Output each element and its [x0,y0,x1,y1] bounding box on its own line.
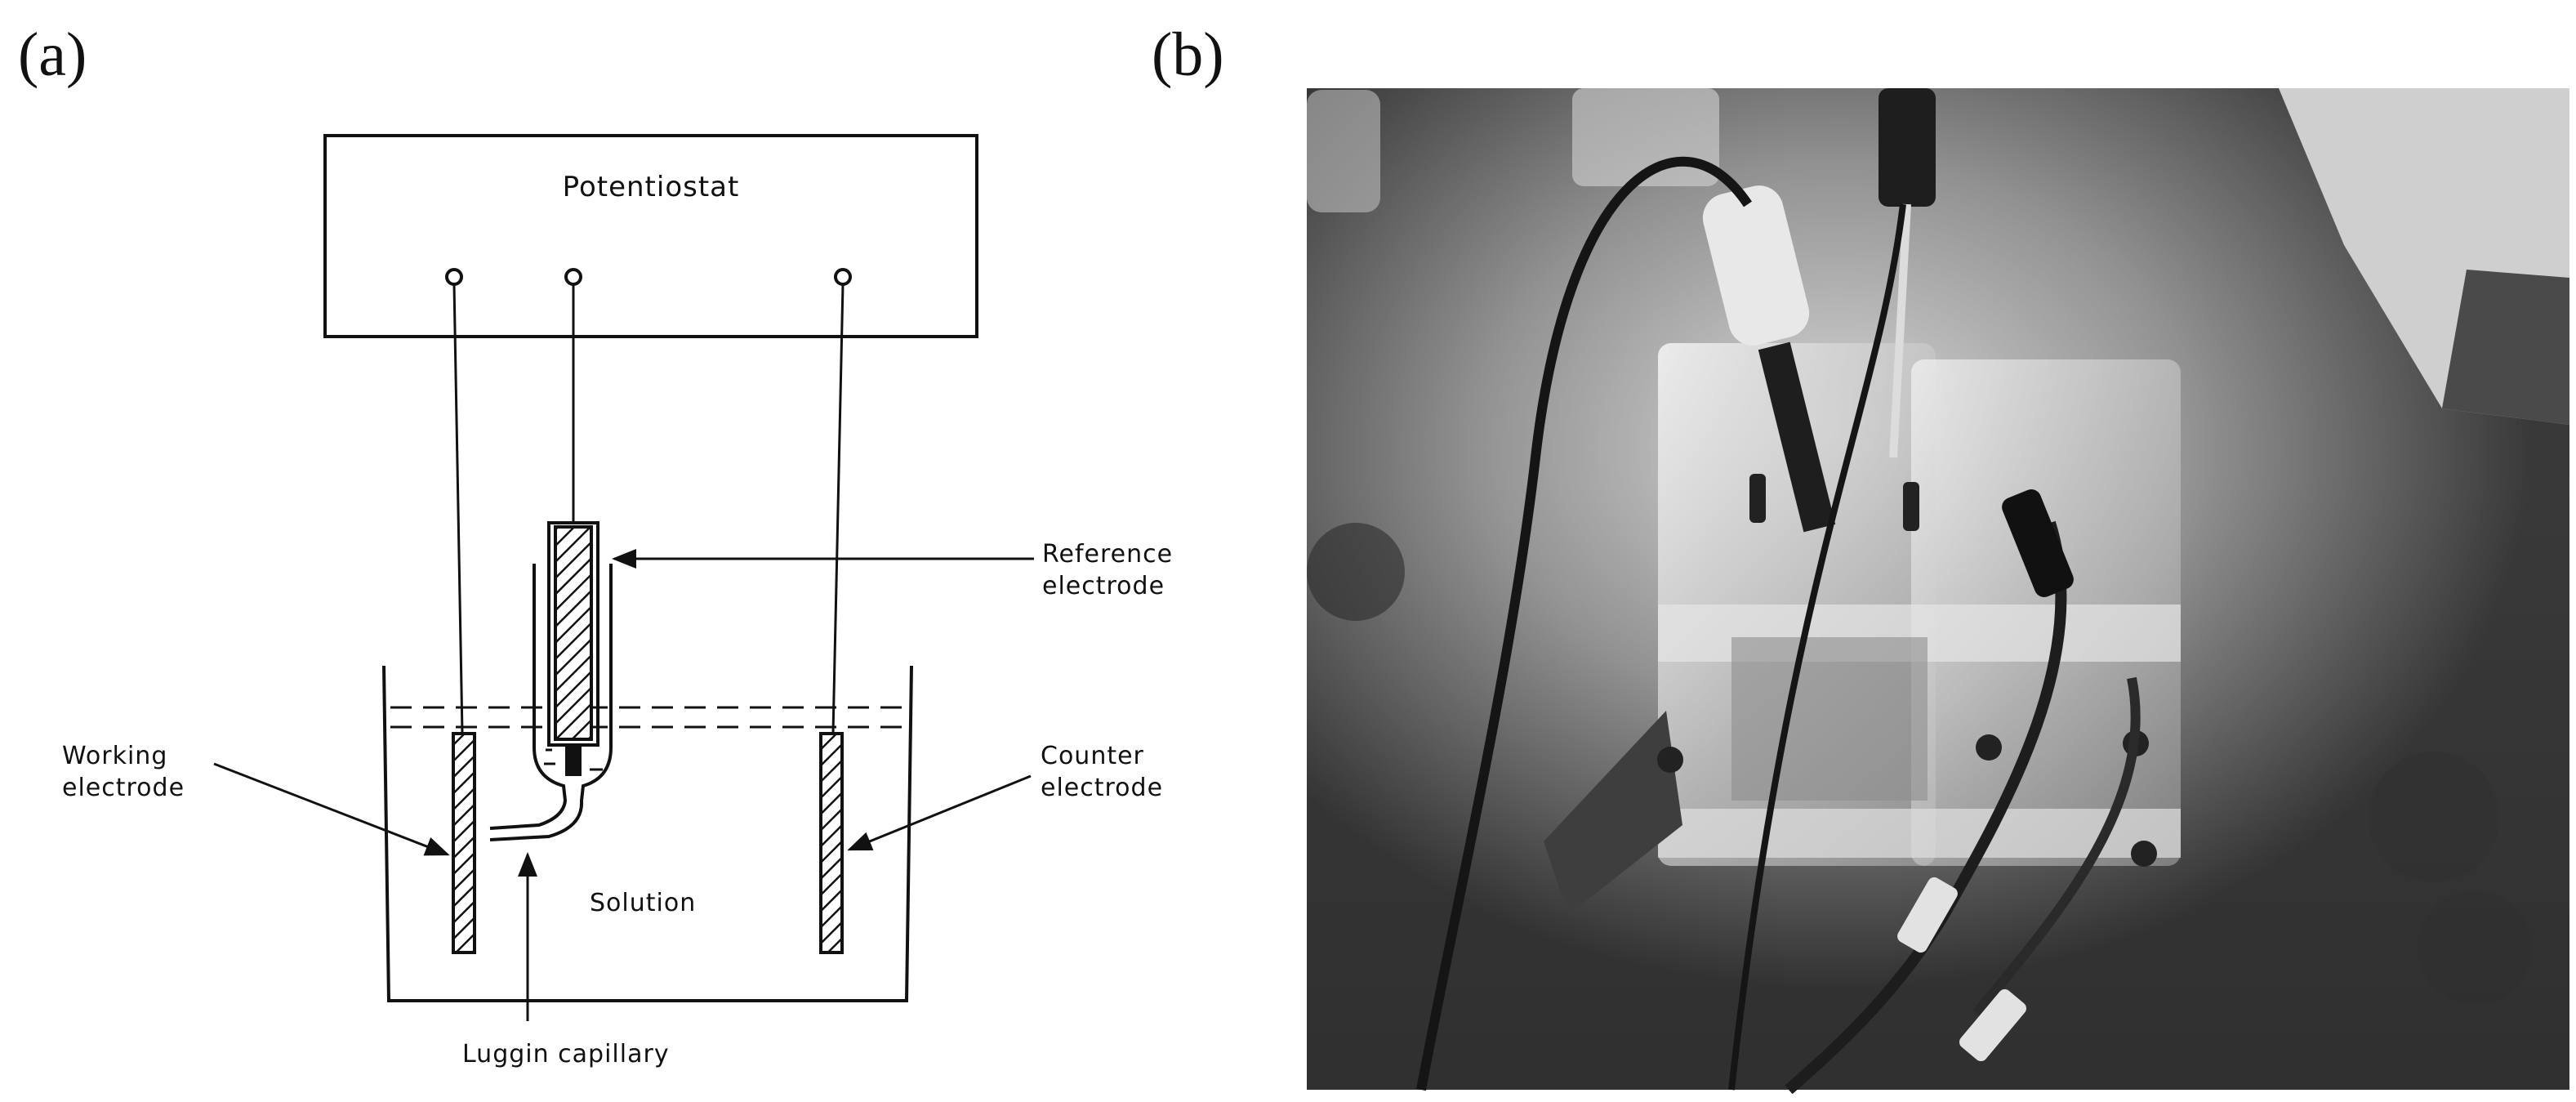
counter-electrode-arrow [847,774,1032,851]
solution-label: Solution [590,889,696,917]
panel-a-label: (a) [18,20,87,89]
potentiostat-box [323,134,978,338]
wire-working [452,283,464,734]
counter-electrode-label-line2: electrode [1041,774,1163,802]
photograph [1307,88,2569,1095]
working-electrode [452,732,476,954]
working-electrode-label-line2: electrode [62,774,185,802]
luggin-capillary-label: Luggin capillary [462,1040,670,1069]
counter-electrode-label-line1: Counter [1041,742,1144,770]
reference-electrode-label-line1: Reference [1042,540,1173,569]
wire-counter [831,283,845,734]
potentiostat-label: Potentiostat [563,171,740,203]
reference-electrode-assembly [489,521,613,841]
working-electrode-label-line1: Working [62,742,167,770]
working-electrode-arrow [213,762,450,856]
counter-electrode [819,732,844,954]
terminal-working [445,268,463,286]
panel-b-label: (b) [1152,20,1224,89]
reference-electrode-label-line2: electrode [1042,572,1165,600]
terminal-counter [834,268,852,286]
schematic-diagram: Potentiostat Reference [62,134,1173,1069]
beaker [382,665,913,1002]
terminal-reference [564,268,582,286]
